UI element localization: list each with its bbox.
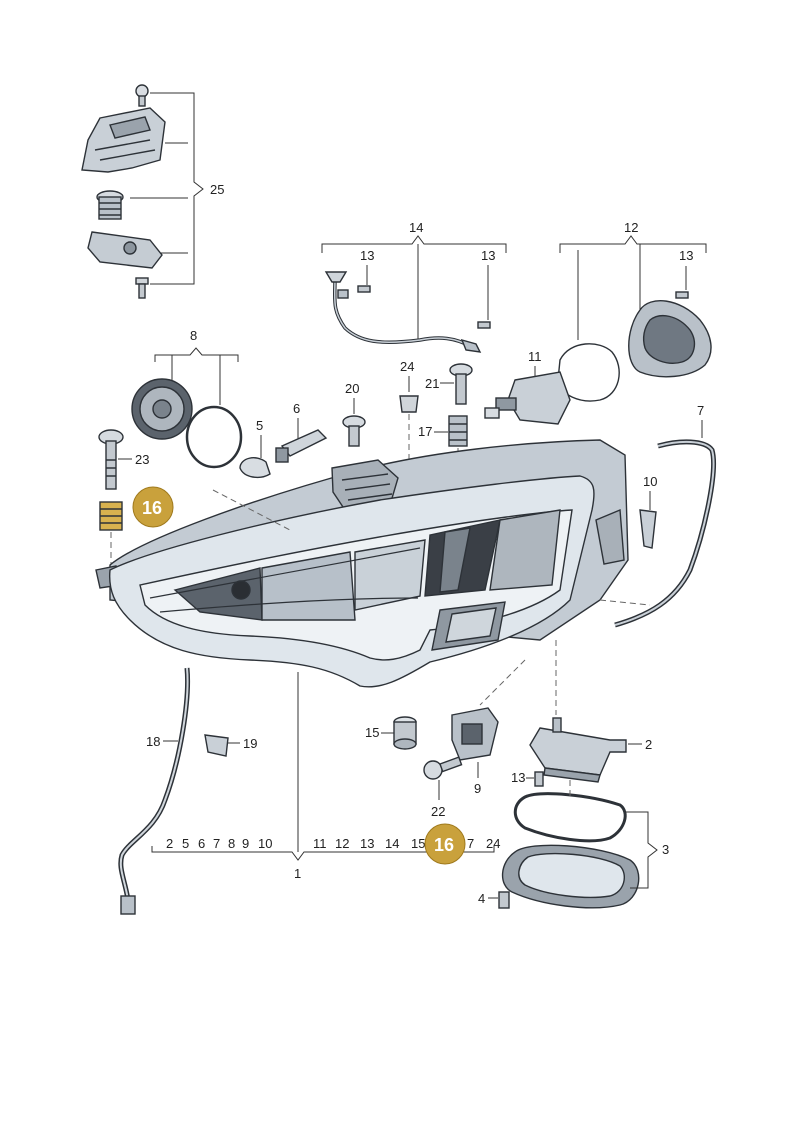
label-21: 21 xyxy=(425,376,439,391)
bulb-cap-part xyxy=(131,378,193,440)
control-unit-parts: 2 13 xyxy=(511,717,652,787)
kit-item-2: 2 xyxy=(166,836,173,851)
adjuster-nut-part xyxy=(96,190,124,220)
left-fasteners: 23 16 xyxy=(98,429,174,568)
control-unit-part xyxy=(529,727,627,776)
label-24-top: 24 xyxy=(400,359,414,374)
kit-item-7: 7 xyxy=(213,836,220,851)
kit-item-6: 6 xyxy=(198,836,205,851)
part-group-12: 12 13 xyxy=(557,220,712,402)
seal-ring-part xyxy=(185,405,243,469)
label-14: 14 xyxy=(409,220,423,235)
label-13-control: 13 xyxy=(511,770,525,785)
label-2: 2 xyxy=(645,737,652,752)
label-8: 8 xyxy=(190,328,197,343)
label-17: 17 xyxy=(418,424,432,439)
bulb-socket-parts: 6 5 xyxy=(239,401,328,479)
right-parts: 7 10 xyxy=(614,403,716,628)
kit-item-14: 14 xyxy=(385,836,399,851)
leveling-motor-part xyxy=(484,371,571,425)
kit-item-13: 13 xyxy=(360,836,374,851)
label-6: 6 xyxy=(293,401,300,416)
label-23: 23 xyxy=(135,452,149,467)
kit-item-9: 9 xyxy=(242,836,249,851)
clip-18-part xyxy=(204,734,229,757)
headlight-housing xyxy=(95,439,629,688)
label-15: 15 xyxy=(365,725,379,740)
part-group-8: 8 xyxy=(131,328,243,469)
bracket-part xyxy=(81,107,166,173)
screw-part xyxy=(135,84,149,107)
badge-16-left-label: 16 xyxy=(142,498,162,518)
label-1: 1 xyxy=(294,866,301,881)
highlight-badge-16-kit: 16 xyxy=(424,823,466,865)
kit-item-10: 10 xyxy=(258,836,272,851)
label-19: 19 xyxy=(243,736,257,751)
grommet-15-part xyxy=(393,716,417,750)
clip-10-part xyxy=(639,509,657,549)
part-group-3: 3 4 xyxy=(478,792,669,909)
label-18: 18 xyxy=(146,734,160,749)
label-10: 10 xyxy=(643,474,657,489)
label-13-cover: 13 xyxy=(679,248,693,263)
label-22: 22 xyxy=(431,804,445,819)
label-25: 25 xyxy=(210,182,224,197)
threaded-insert-16-part xyxy=(99,501,123,531)
label-13-harness-right: 13 xyxy=(481,248,495,263)
label-13-harness-left: 13 xyxy=(360,248,374,263)
screw-20-part xyxy=(342,415,366,447)
badge-16-kit-label: 16 xyxy=(434,835,454,855)
label-11: 11 xyxy=(528,349,542,364)
screws-and-motor: 20 24 21 17 11 xyxy=(342,349,571,470)
bottom-center-parts: 15 22 9 xyxy=(365,707,499,819)
screw-part-lower xyxy=(135,277,149,299)
lamp-part-5 xyxy=(239,457,271,479)
label-5: 5 xyxy=(256,418,263,433)
vent-hose-part xyxy=(118,667,190,901)
label-20: 20 xyxy=(345,381,359,396)
kit-item-15: 15 xyxy=(411,836,425,851)
connector-9-part xyxy=(451,707,499,761)
kit-item-11: 11 xyxy=(313,836,327,851)
highlight-badge-16-left: 16 xyxy=(132,486,174,528)
label-12: 12 xyxy=(624,220,638,235)
label-9: 9 xyxy=(474,781,481,796)
kit-list-row: 2 5 6 7 8 9 10 11 12 13 14 15 7 24 xyxy=(166,836,500,851)
label-7-top: 7 xyxy=(697,403,704,418)
part-group-25: 25 xyxy=(81,84,224,299)
gasket-part xyxy=(557,343,620,402)
strap-part xyxy=(614,439,716,628)
kit-item-8: 8 xyxy=(228,836,235,851)
clip-24-part xyxy=(399,395,419,413)
assembly-dash-lines xyxy=(212,489,651,800)
vent-hose-parts: 18 19 xyxy=(118,667,257,915)
kit-item-7b: 7 xyxy=(467,836,474,851)
screw-22-part xyxy=(423,756,463,780)
frame-gasket-part xyxy=(513,792,627,843)
kit-item-5: 5 xyxy=(182,836,189,851)
part-group-1: 1 2 5 6 7 8 9 10 11 12 13 14 15 7 24 16 xyxy=(151,672,500,881)
part-group-14: 14 13 13 xyxy=(321,220,507,353)
label-3: 3 xyxy=(662,842,669,857)
screw-21-part xyxy=(449,363,473,405)
kit-item-24: 24 xyxy=(486,836,500,851)
label-4: 4 xyxy=(478,891,485,906)
screw-23-part xyxy=(98,429,124,490)
adjuster-17-part xyxy=(448,415,468,447)
kit-item-12: 12 xyxy=(335,836,349,851)
